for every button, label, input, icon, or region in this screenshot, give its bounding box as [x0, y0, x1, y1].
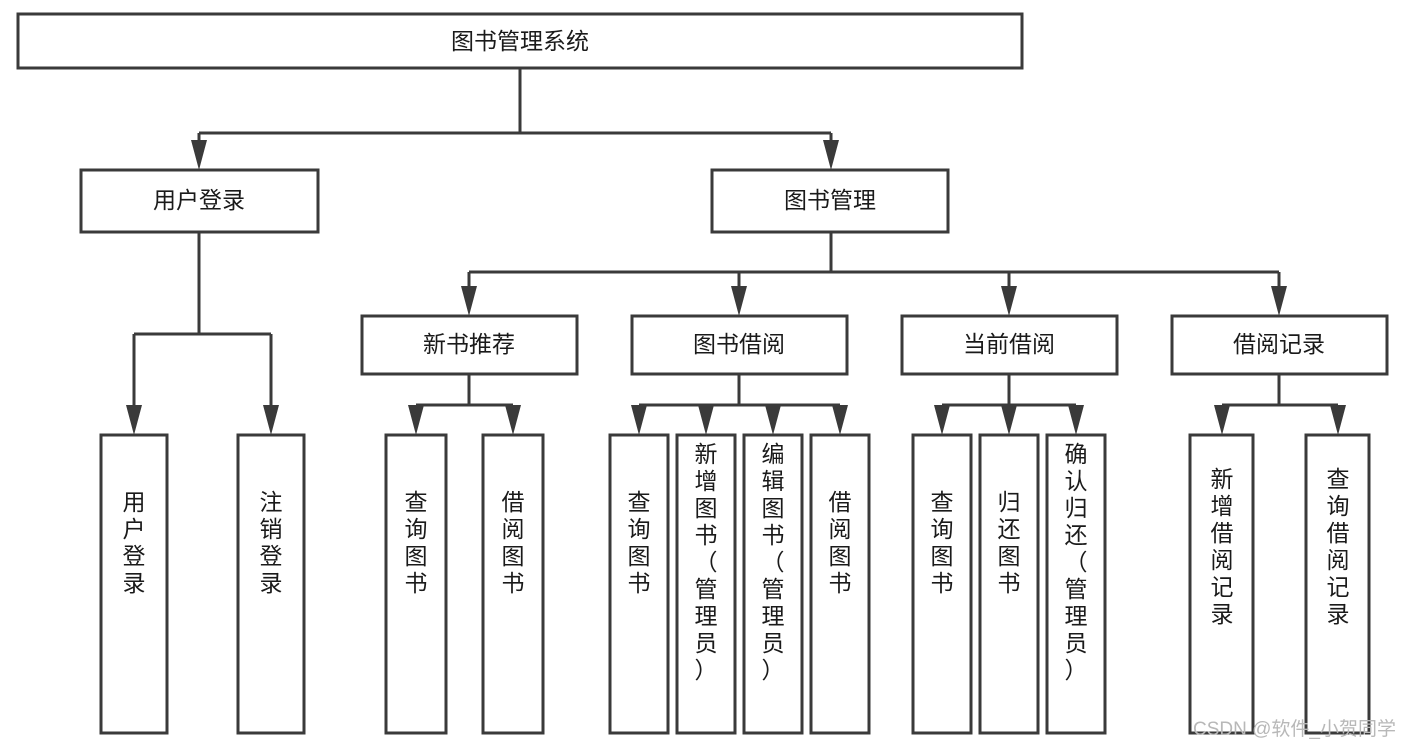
node-leaf-br-query-label: 查询借阅记录 — [1327, 466, 1350, 627]
arrow-head-leaf-cb-query — [934, 405, 950, 435]
node-leaf-cb-query-box[interactable] — [911, 433, 973, 735]
node-user-login-label: 用户登录 — [153, 187, 245, 213]
node-leaf-br-query-box[interactable] — [1304, 433, 1371, 735]
node-leaf-br-add[interactable]: 新增借阅记录 — [1188, 433, 1255, 735]
connector-group-borrow-record — [1214, 374, 1346, 435]
node-leaf-bb-edit-box[interactable] — [742, 433, 804, 735]
connector-group-root — [191, 68, 839, 170]
node-leaf-bb-add-box[interactable] — [675, 433, 737, 735]
node-leaf-cb-confirm-box[interactable] — [1045, 433, 1107, 735]
arrow-head-leaf-br-add — [1214, 405, 1230, 435]
node-book-manage[interactable]: 图书管理 — [710, 168, 950, 234]
node-leaf-br-add-box[interactable] — [1188, 433, 1255, 735]
connector-group-new-book-rec — [408, 374, 521, 435]
node-root-box[interactable] — [16, 12, 1024, 70]
node-current-borrow-label: 当前借阅 — [963, 331, 1055, 357]
arrow-head-to-user-login — [191, 140, 207, 170]
node-leaf-user-logout[interactable]: 注销登录 — [236, 433, 306, 735]
node-leaf-bb-borrow-box[interactable] — [809, 433, 871, 735]
node-leaf-nbr-query[interactable]: 查询图书 — [384, 433, 448, 735]
arrow-head-leaf-bb-borrow — [832, 405, 848, 435]
node-leaf-nbr-borrow-box[interactable] — [481, 433, 545, 735]
arrow-head-leaf-user-logout — [263, 405, 279, 435]
node-leaf-cb-confirm-label: 确认归还（管理员） — [1065, 441, 1088, 683]
arrow-head-to-book-manage — [823, 140, 839, 170]
connector-group-current-borrow — [934, 374, 1084, 435]
watermark-label: CSDN @软件_小贺同学 — [1193, 718, 1396, 740]
node-leaf-user-login[interactable]: 用户登录 — [99, 433, 169, 735]
node-borrow-record-label: 借阅记录 — [1233, 331, 1325, 357]
node-leaf-user-login-label: 用户登录 — [123, 489, 146, 596]
node-leaf-user-logout-box[interactable] — [236, 433, 306, 735]
node-borrow-record[interactable]: 借阅记录 — [1170, 314, 1389, 376]
arrow-head-leaf-bb-query — [631, 405, 647, 435]
node-leaf-nbr-borrow-label: 借阅图书 — [502, 489, 525, 596]
arrow-head-leaf-nbr-borrow — [505, 405, 521, 435]
connector-group-book-manage — [461, 232, 1287, 316]
arrow-head-to-borrow-record — [1271, 286, 1287, 316]
node-leaf-bb-borrow-label: 借阅图书 — [829, 489, 852, 596]
node-root-label: 图书管理系统 — [451, 28, 589, 54]
node-borrow-record-box[interactable] — [1170, 314, 1389, 376]
arrow-head-leaf-user-login — [126, 405, 142, 435]
node-leaf-user-login-box[interactable] — [99, 433, 169, 735]
arrow-head-leaf-cb-confirm — [1068, 405, 1084, 435]
node-leaf-user-logout-label: 注销登录 — [260, 489, 283, 596]
node-leaf-cb-query-label: 查询图书 — [931, 489, 954, 596]
node-leaf-bb-query[interactable]: 查询图书 — [608, 433, 670, 735]
arrow-head-leaf-bb-edit — [765, 405, 781, 435]
node-book-borrow[interactable]: 图书借阅 — [630, 314, 849, 376]
node-leaf-bb-add-label: 新增图书（管理员） — [695, 441, 718, 683]
arrow-head-leaf-nbr-query — [408, 405, 424, 435]
node-leaf-cb-confirm[interactable]: 确认归还（管理员） — [1045, 433, 1107, 735]
node-leaf-bb-add[interactable]: 新增图书（管理员） — [675, 433, 737, 735]
connector-group-user-login — [126, 232, 279, 435]
node-leaf-br-add-label: 新增借阅记录 — [1211, 466, 1234, 627]
arrow-head-leaf-br-query — [1330, 405, 1346, 435]
node-book-manage-box[interactable] — [710, 168, 950, 234]
node-user-login[interactable]: 用户登录 — [79, 168, 320, 234]
arrow-head-to-new-book-rec — [461, 286, 477, 316]
node-current-borrow[interactable]: 当前借阅 — [900, 314, 1119, 376]
node-leaf-bb-edit-label: 编辑图书（管理员） — [762, 441, 785, 683]
arrow-head-leaf-bb-add — [698, 405, 714, 435]
node-leaf-nbr-query-label: 查询图书 — [405, 489, 428, 596]
node-leaf-nbr-borrow[interactable]: 借阅图书 — [481, 433, 545, 735]
node-leaf-bb-borrow[interactable]: 借阅图书 — [809, 433, 871, 735]
arrow-head-leaf-cb-return — [1001, 405, 1017, 435]
node-leaf-nbr-query-box[interactable] — [384, 433, 448, 735]
node-leaf-cb-return[interactable]: 归还图书 — [978, 433, 1040, 735]
connector-group-book-borrow — [631, 374, 848, 435]
node-leaf-br-query[interactable]: 查询借阅记录 — [1304, 433, 1371, 735]
arrow-head-to-book-borrow — [731, 286, 747, 316]
node-current-borrow-box[interactable] — [900, 314, 1119, 376]
node-leaf-bb-query-box[interactable] — [608, 433, 670, 735]
node-leaf-cb-return-label: 归还图书 — [998, 489, 1021, 596]
node-leaf-cb-query[interactable]: 查询图书 — [911, 433, 973, 735]
node-user-login-box[interactable] — [79, 168, 320, 234]
node-book-borrow-box[interactable] — [630, 314, 849, 376]
node-leaf-bb-edit[interactable]: 编辑图书（管理员） — [742, 433, 804, 735]
node-book-borrow-label: 图书借阅 — [693, 331, 785, 357]
node-book-manage-label: 图书管理 — [784, 187, 876, 213]
node-leaf-bb-query-label: 查询图书 — [628, 489, 651, 596]
node-new-book-rec[interactable]: 新书推荐 — [360, 314, 579, 376]
node-leaf-cb-return-box[interactable] — [978, 433, 1040, 735]
node-root[interactable]: 图书管理系统 — [16, 12, 1024, 70]
node-new-book-rec-box[interactable] — [360, 314, 579, 376]
node-new-book-rec-label: 新书推荐 — [423, 331, 515, 357]
arrow-head-to-current-borrow — [1001, 286, 1017, 316]
